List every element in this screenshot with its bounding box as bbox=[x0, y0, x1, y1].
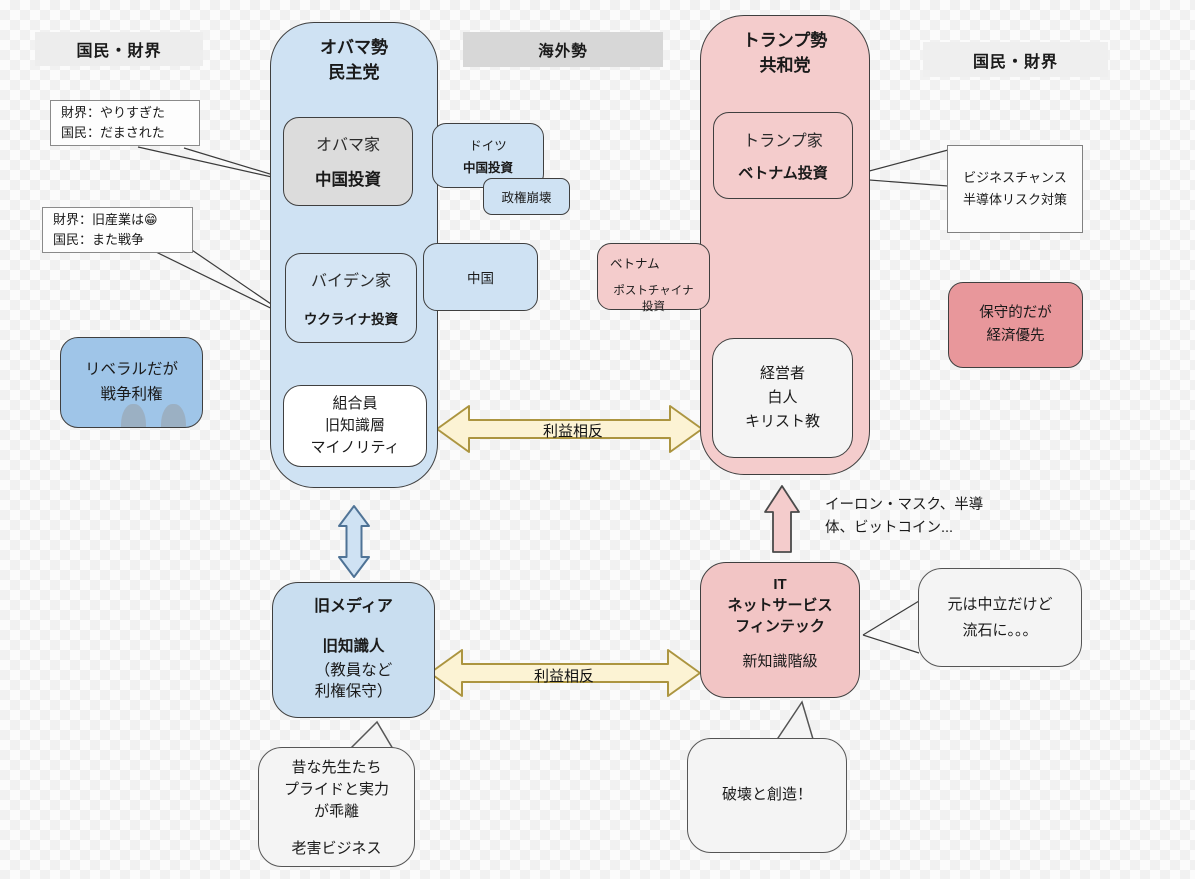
header-left-audience: 国民・財界 bbox=[35, 32, 203, 66]
trump-family-box: トランプ家 ベトナム投資 bbox=[713, 112, 853, 199]
germany-status-text: 政権崩壊 bbox=[501, 191, 552, 205]
neutral-bubble-text: 元は中立だけど 流石に。。。 bbox=[947, 596, 1053, 639]
destruction-bubble-tail bbox=[774, 700, 814, 742]
obama-base-box: 組合員 旧知識層 マイノリティ bbox=[283, 385, 427, 467]
musk-note: イーロン・マスク、半導 体、ビットコイン... bbox=[825, 497, 984, 537]
callout-biden-reaction-text: 財界：旧産業は😁 国民：また戦争 bbox=[53, 211, 158, 247]
conservative-note-text: 保守的だが 経済優先 bbox=[979, 304, 1052, 344]
obama-family-investment: 中国投資 bbox=[315, 171, 381, 189]
media-link-arrow bbox=[338, 505, 370, 578]
callout-obama-reaction: 財界：やりすぎた 国民：だまされた bbox=[50, 100, 200, 146]
germany-note: 中国投資 bbox=[462, 161, 513, 175]
old-media-title: 旧メディア bbox=[314, 598, 393, 615]
liberal-note-text: リベラルだが 戦争利権 bbox=[84, 360, 178, 403]
trump-family-investment: ベトナム投資 bbox=[738, 165, 828, 182]
header-right-audience-label: 国民・財界 bbox=[972, 53, 1058, 71]
silhouette-decoration bbox=[121, 404, 146, 427]
header-overseas: 海外勢 bbox=[463, 32, 663, 67]
silhouette-decoration bbox=[161, 404, 186, 427]
germany-box: ドイツ 中国投資 bbox=[432, 123, 544, 188]
germany-status-box: 政権崩壊 bbox=[483, 178, 570, 215]
it-subtitle: 新知識階級 bbox=[742, 653, 818, 670]
liberal-note: リベラルだが 戦争利権 bbox=[60, 337, 203, 428]
china-label: 中国 bbox=[467, 271, 494, 286]
conservative-note: 保守的だが 経済優先 bbox=[948, 282, 1083, 368]
teachers-bubble-main: 昔な先生たち プライドと実力 が乖離 bbox=[283, 759, 389, 820]
it-box: IT ネットサービス フィンテック 新知識階級 bbox=[700, 562, 860, 698]
biden-box: バイデン家 ウクライナ投資 bbox=[285, 253, 417, 343]
biden-investment: ウクライナ投資 bbox=[303, 312, 399, 327]
conflict-label-top: 利益相反 bbox=[542, 423, 603, 440]
obama-column-title: オバマ勢 民主党 bbox=[320, 38, 388, 82]
old-media-box: 旧メディア 旧知識人 （教員など 利権保守） bbox=[272, 582, 435, 718]
it-title: IT ネットサービス フィンテック bbox=[727, 576, 833, 635]
vietnam-country: ベトナム bbox=[610, 257, 660, 271]
callout-biden-reaction: 財界：旧産業は😁 国民：また戦争 bbox=[42, 207, 193, 253]
trump-base-text: 経営者 白人 キリスト教 bbox=[744, 365, 820, 430]
destruction-bubble: 破壊と創造！ bbox=[687, 738, 847, 853]
obama-base-text: 組合員 旧知識層 マイノリティ bbox=[310, 395, 400, 456]
obama-family-name: オバマ家 bbox=[315, 137, 380, 154]
callout-obama-reaction-text: 財界：やりすぎた 国民：だまされた bbox=[61, 104, 166, 140]
vietnam-box: ベトナム ポストチャイナ 投資 bbox=[597, 243, 710, 313]
callout-trump-reaction: ビジネスチャンス 半導体リスク対策 bbox=[947, 145, 1083, 233]
destruction-bubble-text: 破壊と創造！ bbox=[721, 786, 812, 804]
old-media-detail: （教員など 利権保守） bbox=[314, 661, 393, 701]
callout-trump-reaction-text: ビジネスチャンス 半導体リスク対策 bbox=[962, 169, 1067, 207]
trump-base-box: 経営者 白人 キリスト教 bbox=[712, 338, 853, 458]
bubble-line-neutral-2 bbox=[862, 634, 920, 654]
china-box: 中国 bbox=[423, 243, 538, 311]
header-right-audience: 国民・財界 bbox=[923, 42, 1108, 77]
obama-family-box: オバマ家 中国投資 bbox=[283, 117, 413, 206]
header-left-audience-label: 国民・財界 bbox=[76, 43, 162, 60]
header-overseas-label: 海外勢 bbox=[538, 42, 588, 60]
bubble-line-neutral-1 bbox=[862, 600, 920, 636]
teachers-bubble-tail bbox=[348, 720, 395, 750]
biden-name: バイデン家 bbox=[310, 273, 391, 290]
old-media-subtitle: 旧知識人 bbox=[322, 637, 385, 655]
it-support-arrow bbox=[764, 485, 800, 553]
vietnam-note: ポストチャイナ 投資 bbox=[613, 285, 694, 314]
conflict-label-bottom: 利益相反 bbox=[533, 668, 594, 685]
neutral-bubble: 元は中立だけど 流石に。。。 bbox=[918, 568, 1082, 667]
trump-family-name: トランプ家 bbox=[743, 133, 823, 150]
trump-column-title: トランプ勢 共和党 bbox=[742, 31, 828, 75]
teachers-bubble: 昔な先生たち プライドと実力 が乖離 老害ビジネス bbox=[258, 747, 415, 867]
germany-country: ドイツ bbox=[469, 139, 507, 153]
teachers-bubble-sub: 老害ビジネス bbox=[291, 840, 382, 858]
